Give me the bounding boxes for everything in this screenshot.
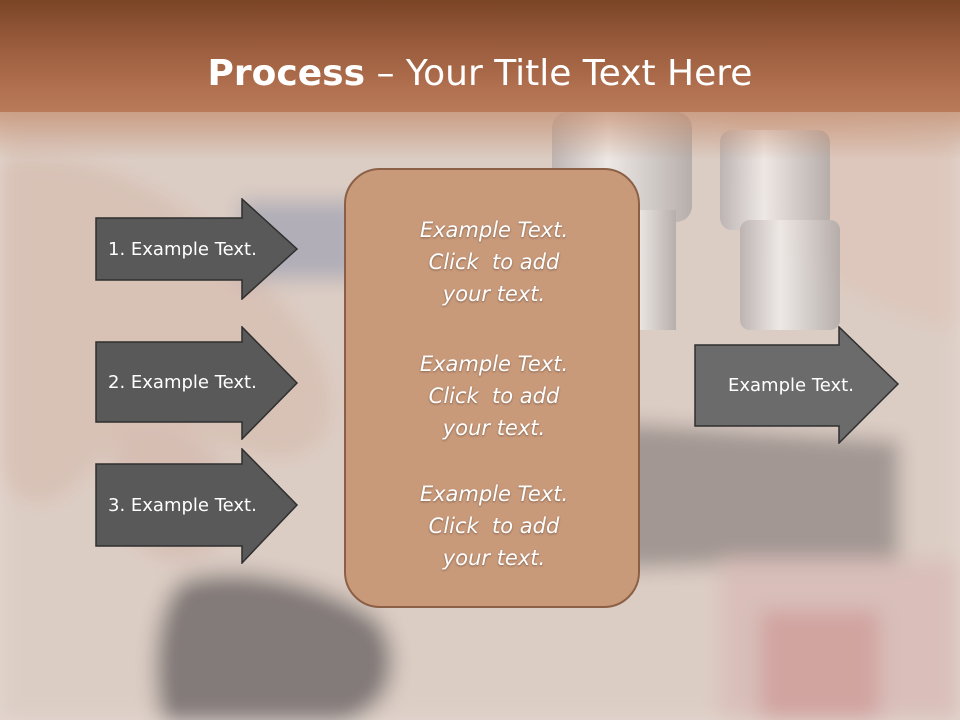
arrow-shape-icon [95,448,299,564]
arrow-shape-icon [95,198,299,300]
title-bar [0,0,960,112]
text-line: Click to add [428,384,560,408]
center-text-block-2: Example Text. Click to add your text. [346,348,642,444]
step-arrow-1[interactable]: 1. Example Text. [95,198,299,300]
step-arrow-3[interactable]: 3. Example Text. [95,448,299,564]
text-line: your text. [442,546,546,570]
text-line: your text. [442,416,546,440]
text-line: Click to add [428,514,560,538]
title-bold: Process [207,53,366,94]
step-label: 3. Example Text. [108,494,257,516]
center-content-box[interactable]: Example Text. Click to add your text. Ex… [344,168,640,608]
step-arrow-2[interactable]: 2. Example Text. [95,326,299,440]
title-rest: – Your Title Text Here [365,53,753,94]
text-line: Click to add [428,250,560,274]
text-line: Example Text. [419,218,569,242]
text-line: Example Text. [419,482,569,506]
step-label: 2. Example Text. [108,371,257,393]
step-label: 1. Example Text. [108,238,257,260]
arrow-shape-icon [694,326,900,444]
center-text-block-3: Example Text. Click to add your text. [346,478,642,574]
slide-title[interactable]: Process – Your Title Text Here [0,52,960,96]
text-line: Example Text. [419,352,569,376]
text-line: your text. [442,282,546,306]
arrow-shape-icon [95,326,299,440]
output-label: Example Text. [728,375,854,396]
center-text-block-1: Example Text. Click to add your text. [346,214,642,310]
output-arrow[interactable]: Example Text. [694,326,900,444]
